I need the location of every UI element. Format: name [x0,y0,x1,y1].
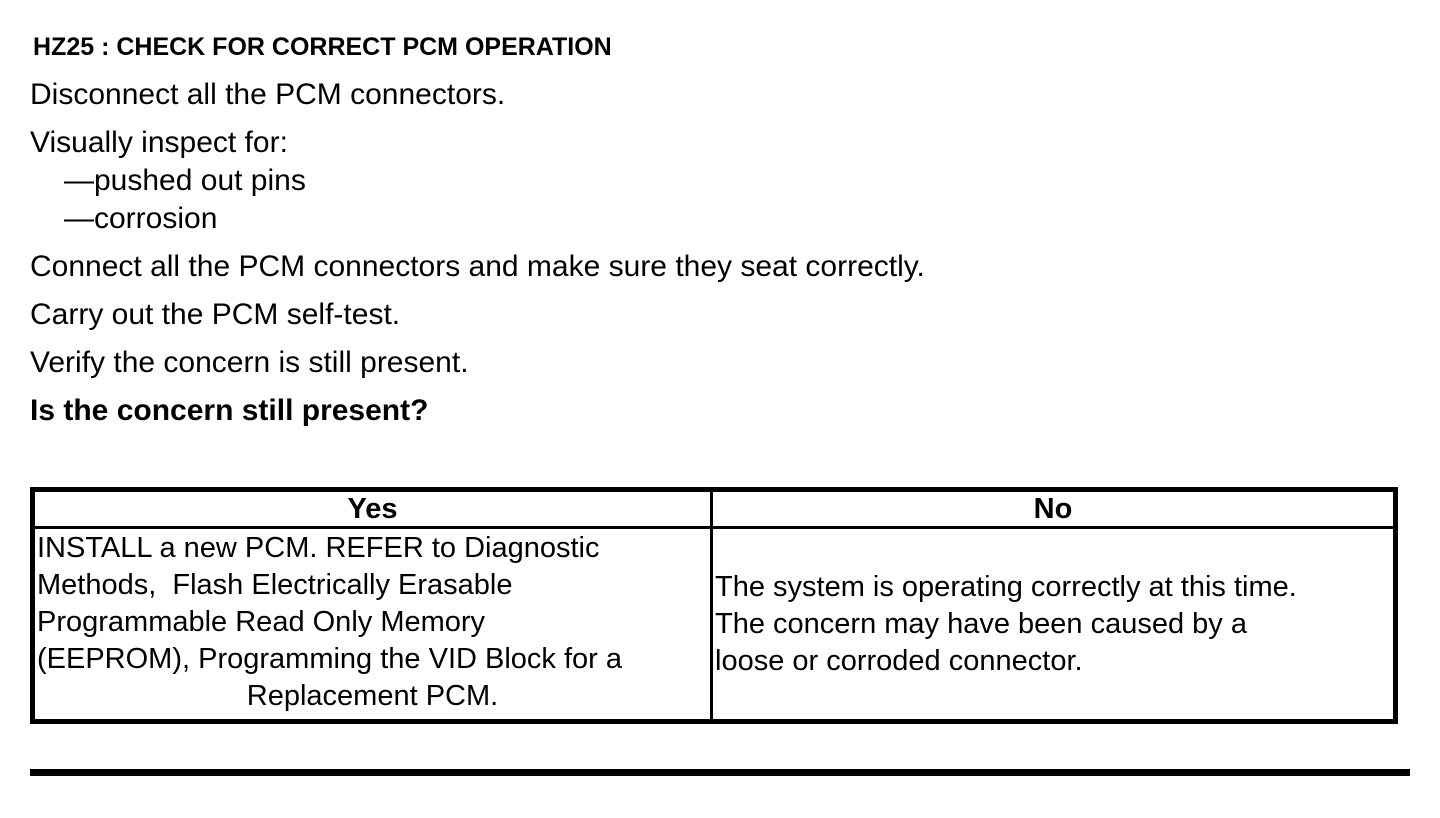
page-divider-rule [30,769,1410,776]
step-disconnect: Disconnect all the PCM connectors. [30,78,506,111]
text-line: The concern may have been caused by a [715,607,1247,640]
step-self-test: Carry out the PCM self-test. [30,298,401,331]
decision-table-header-row: Yes No [31,488,1397,529]
procedure-heading: HZ25 : CHECK FOR CORRECT PCM OPERATION [33,33,612,61]
text-line: —corrosion [64,202,218,235]
text-line: INSTALL a new PCM. REFER to Diagnostic [37,532,600,564]
decision-table: Yes No INSTALL a new PCM. REFER to Diagn… [30,487,1398,724]
inspection-items-list: —pushed out pins —corrosion [30,162,1410,238]
step-connect: Connect all the PCM connectors and make … [30,250,925,283]
text-line: Replacement PCM. [246,680,499,712]
table-header-no: No [710,488,1397,529]
text-line: Methods, Flash Electrically Erasable [37,569,513,601]
text-line: The system is operating correctly at thi… [715,570,1297,603]
text-line: (EEPROM), Programming the VID Block for … [37,643,622,675]
no-action-cell: The system is operating correctly at thi… [710,526,1397,723]
step-verify: Verify the concern is still present. [30,346,469,379]
step-inspect-intro: Visually inspect for: [30,126,288,159]
step-question: Is the concern still present? [30,394,429,427]
text-line: loose or corroded connector. [715,644,1083,677]
step-visual-inspection: Visually inspect for: —pushed out pins —c… [30,124,1410,238]
text-line: Programmable Read Only Memory [37,606,486,638]
text-line: —pushed out pins [64,164,306,197]
table-header-yes: Yes [31,488,713,529]
